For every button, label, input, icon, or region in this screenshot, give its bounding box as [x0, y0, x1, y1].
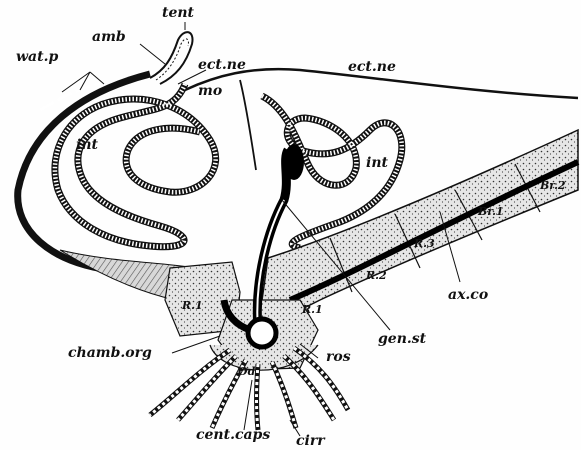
label-gen-st: gen.st: [378, 332, 426, 346]
label-mo: mo: [198, 84, 222, 98]
label-cirr: cirr: [296, 434, 325, 448]
arm: [262, 130, 578, 315]
tentacle-inner: [156, 39, 188, 80]
label-ect-ne-left: ect.ne: [198, 58, 246, 72]
label-wat-p: wat.p: [16, 50, 58, 64]
genital-stolon-tip: [284, 144, 304, 180]
chambered-organ: [248, 319, 276, 347]
intestine-left: [55, 84, 216, 247]
label-tent: tent: [162, 6, 194, 20]
label-int-left: int: [76, 138, 98, 152]
label-cent-caps: cent.caps: [196, 428, 270, 442]
label-r1-left: R.1: [182, 300, 203, 311]
label-amb: amb: [92, 30, 126, 44]
label-chamb-org: chamb.org: [68, 346, 152, 360]
label-ect-ne-right: ect.ne: [348, 60, 396, 74]
ectoderm-right-edge: [240, 80, 256, 170]
label-r3: R.3: [414, 238, 435, 249]
label-int-right: int: [366, 156, 388, 170]
label-r1-right: R.1: [302, 304, 323, 315]
label-br2: Br.2: [540, 180, 566, 191]
label-od: Od: [238, 366, 255, 377]
label-r2: R.2: [366, 270, 387, 281]
label-br1: Br.1: [478, 206, 504, 217]
label-ax-co: ax.co: [448, 288, 488, 302]
label-ros: ros: [326, 350, 351, 364]
tentacle: [150, 32, 193, 84]
